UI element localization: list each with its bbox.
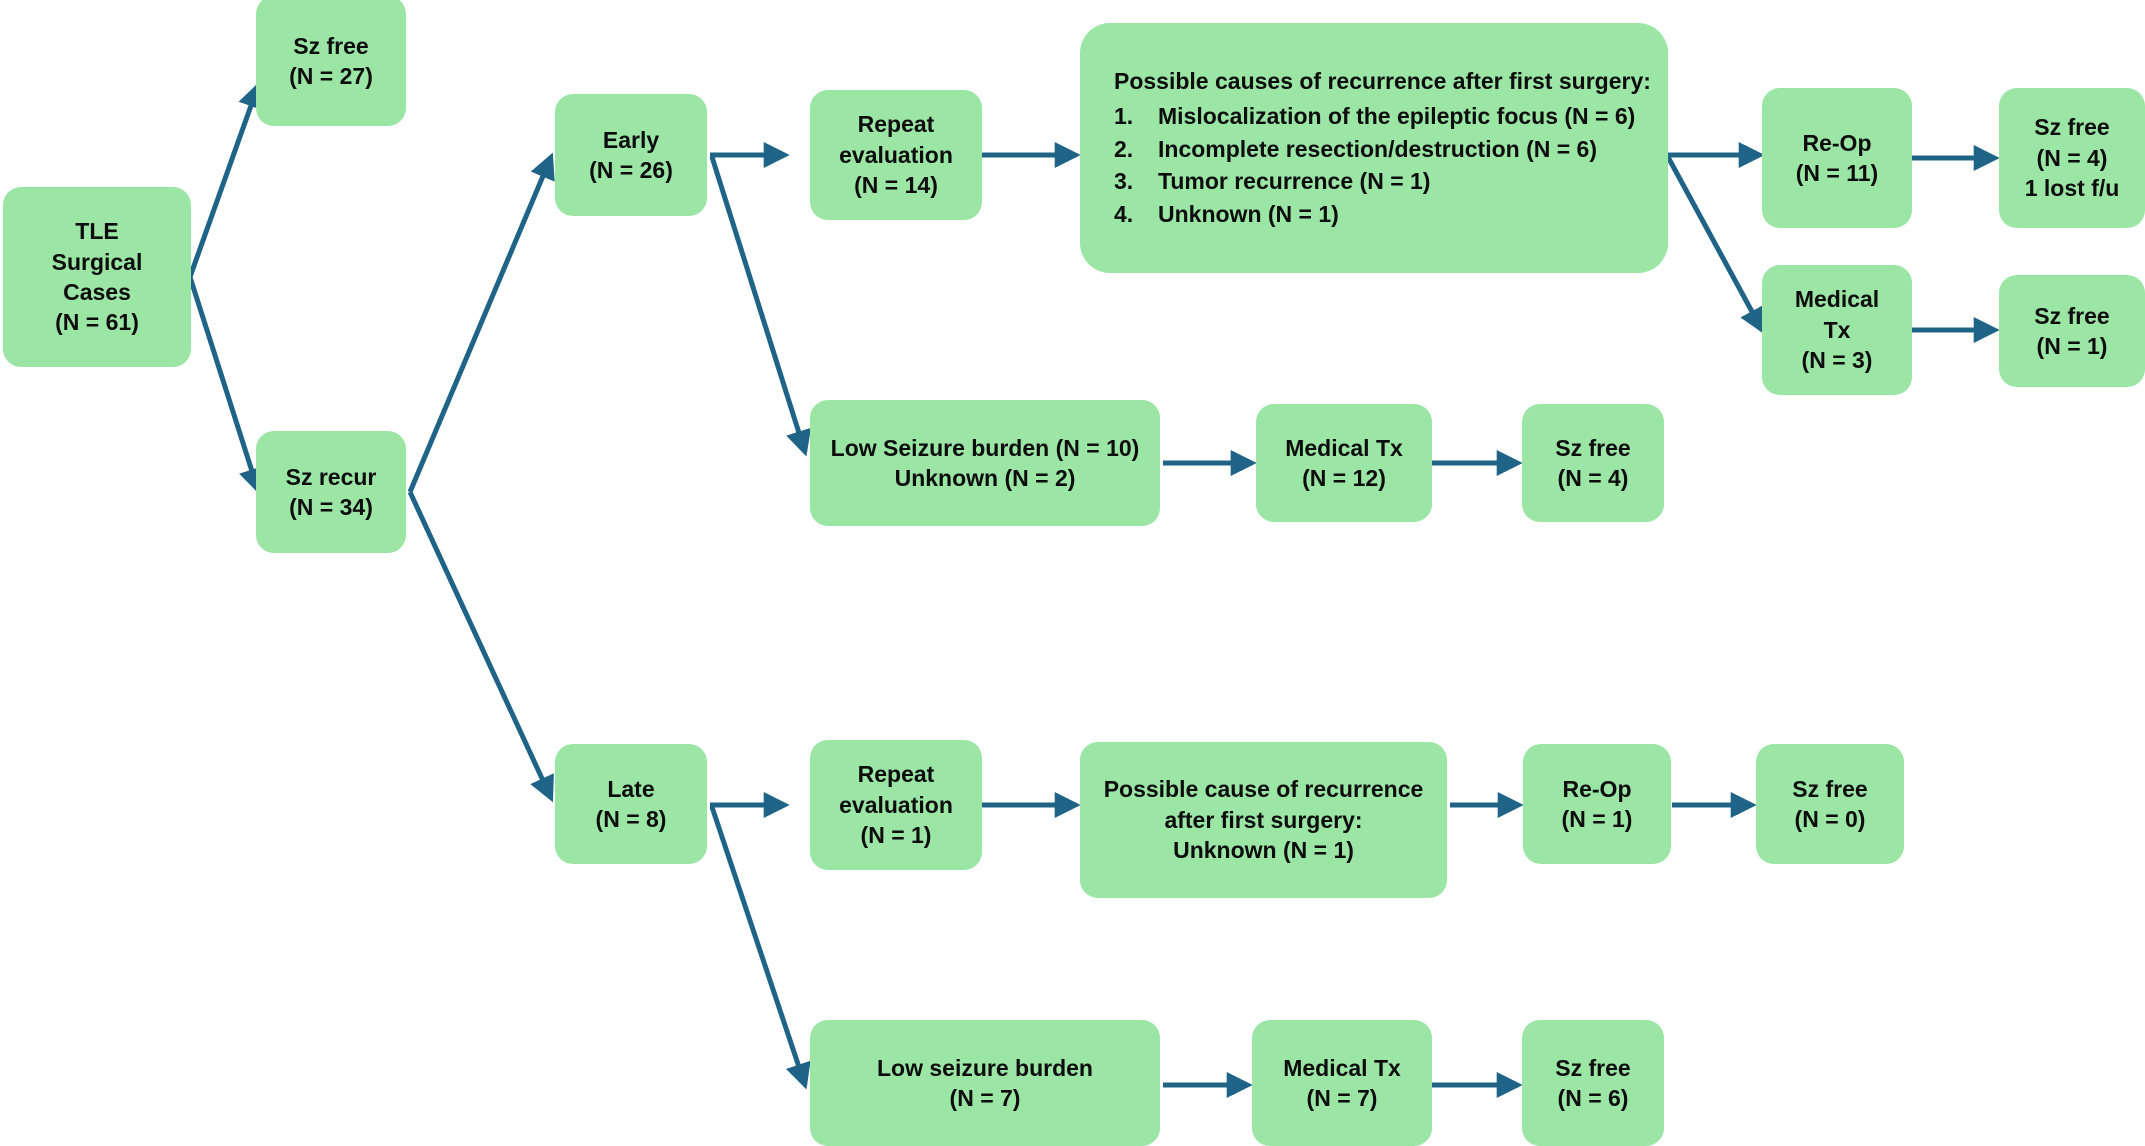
node-line: Low Seizure burden (N = 10) xyxy=(830,434,1140,461)
causes-list-item: 1. Mislocalization of the epileptic focus… xyxy=(1114,100,1635,133)
node-line: Sz recur xyxy=(285,463,377,490)
node-line: Re-Op xyxy=(1562,775,1632,802)
node-line: Sz free xyxy=(2034,302,2110,329)
node-line: (N = 12) xyxy=(1302,465,1386,491)
node-line: evaluation xyxy=(839,791,953,818)
node-tle-surgical-cases[interactable]: TLE Surgical Cases (N = 61) xyxy=(3,187,191,367)
node-line: (N = 1) xyxy=(1561,806,1633,832)
node-line: evaluation xyxy=(839,141,953,168)
node-line: (N = 1) xyxy=(2036,333,2108,359)
edge-early-to-lowburden-early xyxy=(709,156,811,457)
node-line: Possible cause of recurrence xyxy=(1103,776,1424,803)
node-line: Early xyxy=(602,126,660,153)
node-repeat-evaluation-14[interactable]: Repeat evaluation (N = 14) xyxy=(810,90,982,220)
list-number: 3. xyxy=(1114,168,1134,195)
causes-list-item: 2. Incomplete resection/destruction (N = … xyxy=(1114,133,1635,166)
list-text: Incomplete resection/destruction (N = 6) xyxy=(1158,135,1598,162)
edge-szrecur-to-early xyxy=(407,152,555,493)
node-sz-free-27[interactable]: Sz free (N = 27) xyxy=(256,0,406,126)
node-medical-tx-3[interactable]: Medical Tx (N = 3) xyxy=(1762,265,1912,395)
node-line: Sz free xyxy=(293,32,369,59)
causes-list: 1. Mislocalization of the epileptic focus… xyxy=(1114,100,1635,231)
node-late-8[interactable]: Late (N = 8) xyxy=(555,744,707,864)
causes-list-item: 4. Unknown (N = 1) xyxy=(1114,198,1635,231)
node-re-op-11[interactable]: Re-Op (N = 11) xyxy=(1762,88,1912,228)
node-line: Sz free xyxy=(1792,775,1868,802)
node-line: Unknown (N = 2) xyxy=(894,465,1076,491)
node-line: TLE xyxy=(75,218,119,245)
node-line: (N = 34) xyxy=(289,494,373,520)
list-text: Mislocalization of the epileptic focus (… xyxy=(1158,102,1636,129)
node-line: Sz free xyxy=(1555,1054,1631,1081)
edge-causes-to-medicaltx3 xyxy=(1665,155,1765,335)
node-re-op-1[interactable]: Re-Op (N = 1) xyxy=(1523,744,1671,864)
node-repeat-evaluation-1[interactable]: Repeat evaluation (N = 1) xyxy=(810,740,982,870)
node-line: (N = 0) xyxy=(1794,806,1866,832)
node-sz-free-6[interactable]: Sz free (N = 6) xyxy=(1522,1020,1664,1146)
node-line: Medical Tx xyxy=(1283,1054,1401,1081)
list-text: Tumor recurrence (N = 1) xyxy=(1158,168,1431,195)
list-number: 1. xyxy=(1114,102,1134,129)
causes-heading: Possible causes of recurrence after firs… xyxy=(1114,67,1651,94)
node-line: Repeat xyxy=(857,761,935,788)
node-line: (N = 4) xyxy=(2036,144,2108,171)
node-line: (N = 27) xyxy=(289,63,373,89)
node-sz-recur-34[interactable]: Sz recur (N = 34) xyxy=(256,431,406,553)
node-line: after first surgery: xyxy=(1164,806,1363,833)
node-low-seizure-burden-early[interactable]: Low Seizure burden (N = 10) Unknown (N =… xyxy=(810,400,1160,526)
node-early-26[interactable]: Early (N = 26) xyxy=(555,94,707,216)
node-line: (N = 3) xyxy=(1801,347,1873,374)
node-line: (N = 7) xyxy=(949,1085,1021,1111)
node-low-seizure-burden-late[interactable]: Low seizure burden (N = 7) xyxy=(810,1020,1160,1146)
node-line: Tx xyxy=(1823,316,1851,343)
node-line: (N = 11) xyxy=(1795,160,1879,186)
edge-root-to-szrecur34 xyxy=(187,276,264,495)
node-line: (N = 1) xyxy=(860,822,932,849)
node-line: Medical Tx xyxy=(1285,434,1403,461)
node-line: 1 lost f/u xyxy=(2024,175,2120,202)
causes-list-item: 3. Tumor recurrence (N = 1) xyxy=(1114,165,1635,198)
node-line: Re-Op xyxy=(1802,129,1872,156)
list-number: 4. xyxy=(1114,200,1134,227)
node-possible-cause-late[interactable]: Possible cause of recurrence after first… xyxy=(1080,742,1447,898)
node-line: (N = 6) xyxy=(1557,1085,1629,1111)
edge-root-to-szfree27 xyxy=(187,81,264,278)
node-line: Unknown (N = 1) xyxy=(1173,837,1354,864)
node-line: Sz free xyxy=(2034,114,2110,141)
node-sz-free-4-lost-fu[interactable]: Sz free (N = 4) 1 lost f/u xyxy=(1999,88,2145,228)
node-line: Medical xyxy=(1794,286,1880,313)
node-line: Repeat xyxy=(857,111,935,138)
node-line: (N = 7) xyxy=(1306,1085,1378,1111)
node-line: (N = 26) xyxy=(589,157,673,183)
node-sz-free-4[interactable]: Sz free (N = 4) xyxy=(1522,404,1664,522)
node-line: (N = 4) xyxy=(1557,465,1629,491)
node-line: (N = 61) xyxy=(55,309,139,336)
edge-szrecur-to-late xyxy=(407,490,554,803)
node-line: Low seizure burden xyxy=(877,1054,1093,1081)
node-possible-causes-early[interactable]: Possible causes of recurrence after firs… xyxy=(1080,23,1668,273)
node-line: Cases xyxy=(63,279,131,305)
edge-late-to-lowburden-late xyxy=(709,806,811,1090)
node-medical-tx-7[interactable]: Medical Tx (N = 7) xyxy=(1252,1020,1432,1146)
node-line: (N = 14) xyxy=(854,172,938,199)
node-medical-tx-12[interactable]: Medical Tx (N = 12) xyxy=(1256,404,1432,522)
list-number: 2. xyxy=(1114,135,1134,162)
node-sz-free-1[interactable]: Sz free (N = 1) xyxy=(1999,275,2145,387)
node-line: Surgical xyxy=(51,248,143,275)
node-sz-free-0[interactable]: Sz free (N = 0) xyxy=(1756,744,1904,864)
node-line: Late xyxy=(607,775,655,802)
node-line: (N = 8) xyxy=(595,806,667,832)
list-text: Unknown (N = 1) xyxy=(1158,200,1339,227)
node-line: Sz free xyxy=(1555,434,1631,461)
